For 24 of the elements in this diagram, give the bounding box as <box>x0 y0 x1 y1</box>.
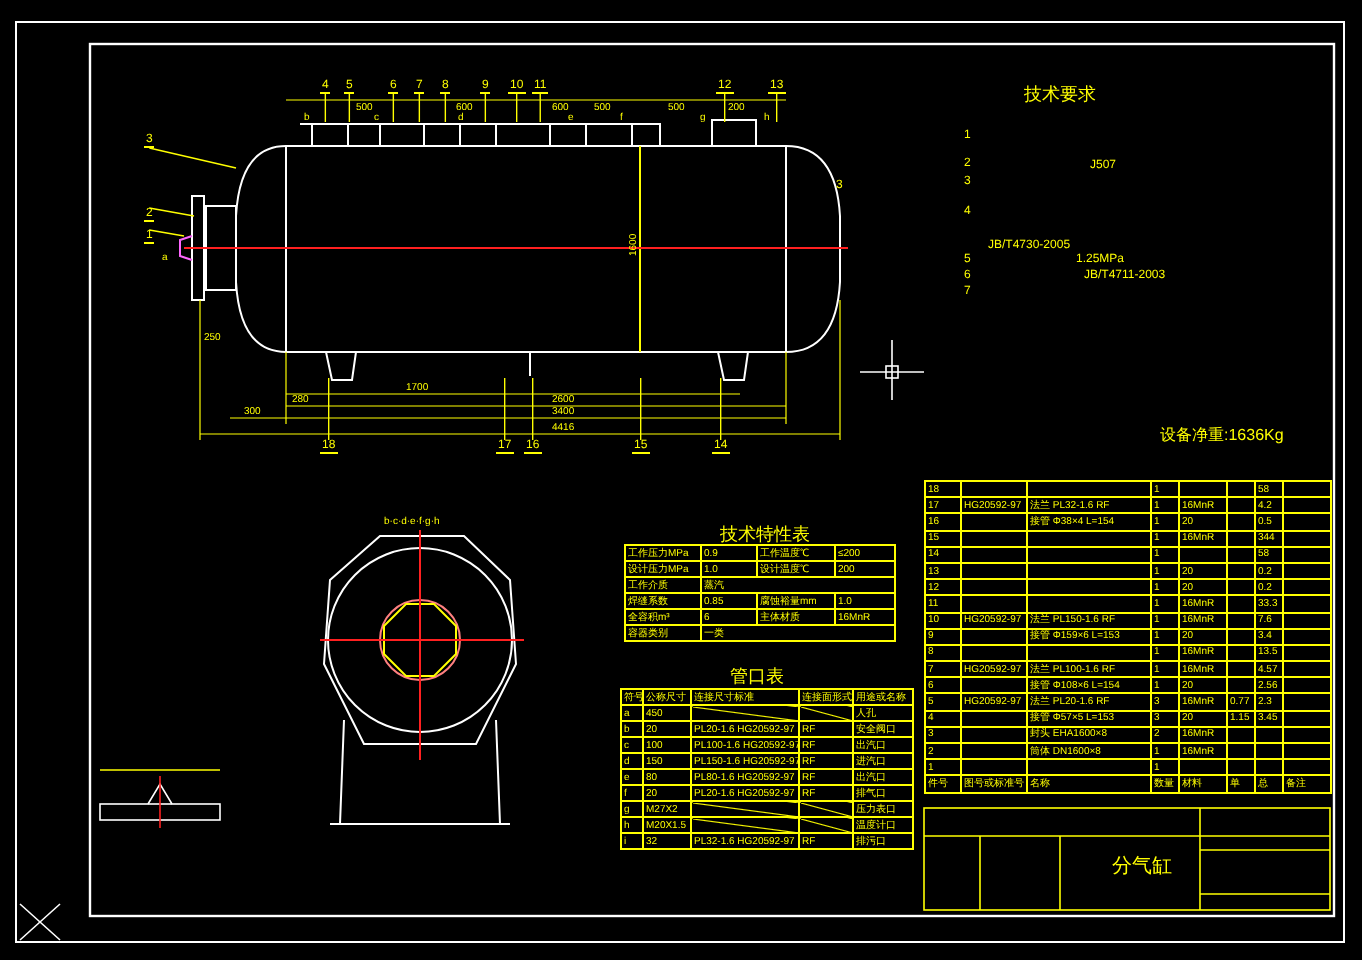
leader-line <box>484 93 487 123</box>
leader-line <box>720 377 722 441</box>
weight-note: 设备净重:1636Kg <box>1160 426 1284 444</box>
leader-line <box>444 93 447 123</box>
leader-line <box>328 377 330 441</box>
vessel-front-view-drawing <box>179 119 849 381</box>
leader-line <box>348 93 351 123</box>
leader-line <box>418 93 421 123</box>
leader-line <box>504 377 506 441</box>
leader-line <box>640 377 642 441</box>
table-heading: 技术特性表 <box>720 524 810 544</box>
leader-line <box>776 93 778 123</box>
leader-line <box>724 93 726 123</box>
leader-line <box>324 93 327 123</box>
leader-line <box>148 207 195 217</box>
leader-line <box>516 93 518 123</box>
table-heading: 管口表 <box>730 666 784 686</box>
leader-line <box>148 147 237 169</box>
leader-line <box>148 229 185 237</box>
leader-line <box>532 377 534 441</box>
leader-line <box>392 93 395 123</box>
leader-line <box>539 93 541 123</box>
drawing-title: 分气缸 <box>1112 856 1172 878</box>
section-heading: 技术要求 <box>1024 84 1096 104</box>
